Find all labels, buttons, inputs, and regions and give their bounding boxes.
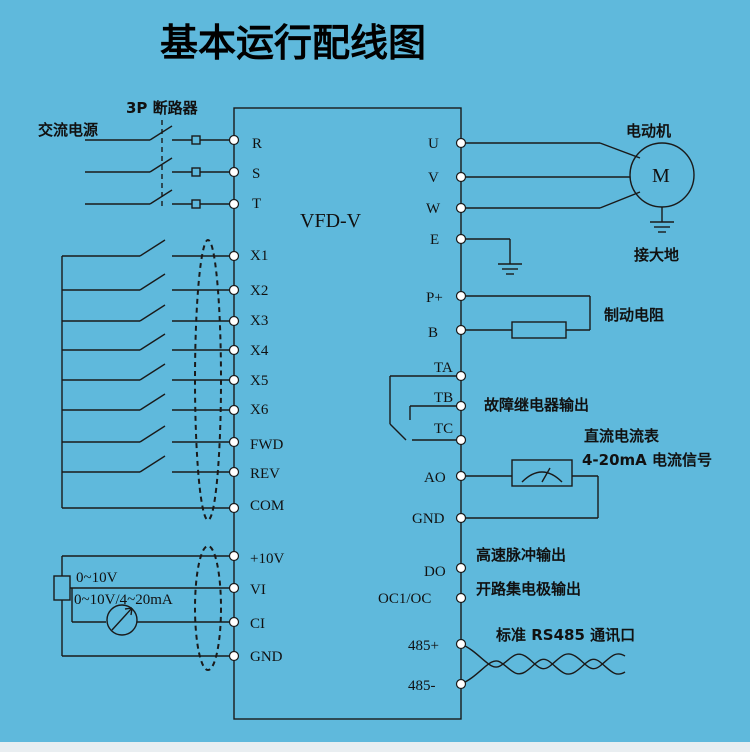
left-terminal-labels: R S T X1 X2 X3 X4 X5 X6 FWD REV COM +10V…: [250, 136, 284, 665]
current-signal-label: 4-20mA 电流信号: [582, 451, 712, 469]
terminal-label-gnd-left: GND: [250, 649, 283, 665]
terminal-label-x1: X1: [250, 248, 268, 264]
terminal-label-gnd-right: GND: [412, 511, 445, 527]
terminal-label-x2: X2: [250, 283, 268, 299]
terminal-label-485-minus: 485-: [408, 678, 436, 694]
terminal-label-rev: REV: [250, 466, 280, 482]
open-collector-label: 开路集电极输出: [476, 580, 581, 598]
motor-symbol: M: [652, 165, 670, 187]
right-terminal-circles: [455, 137, 467, 690]
terminal-label-tb: TB: [434, 390, 453, 406]
terminal-label-p-plus: P+: [426, 290, 443, 306]
terminal-label-485-plus: 485+: [408, 638, 439, 654]
terminal-label-b: B: [428, 325, 438, 341]
fault-relay-label: 故障继电器输出: [484, 396, 589, 414]
terminal-label-x3: X3: [250, 313, 268, 329]
terminal-label-oc1: OC1/OC: [378, 591, 431, 607]
terminal-label-s: S: [252, 166, 260, 182]
pot-range-label: 0~10V: [76, 570, 118, 586]
analog-output: 直流电流表 4-20mA 电流信号: [461, 427, 712, 519]
motor-output: M 电动机 接大地: [461, 122, 695, 264]
terminal-label-x6: X6: [250, 402, 269, 418]
fault-relay: 故障继电器输出: [389, 375, 589, 441]
terminal-label-x4: X4: [250, 343, 269, 359]
terminal-label-t: T: [252, 196, 261, 212]
rs485-port: 标准 RS485 通讯口: [460, 626, 635, 685]
motor-label: 电动机: [626, 122, 671, 140]
terminal-label-com: COM: [250, 498, 284, 514]
terminal-label-u: U: [428, 136, 439, 152]
vfd-label: VFD-V: [300, 210, 362, 232]
terminal-label-e: E: [430, 232, 439, 248]
terminal-label-ao: AO: [424, 470, 446, 486]
earth-connection: [461, 238, 522, 275]
terminal-label-ta: TA: [434, 360, 453, 376]
brake-resistor: 制动电阻: [461, 295, 664, 339]
terminal-label-v: V: [428, 170, 439, 186]
right-terminal-labels: U V W E P+ B TA TB TC AO GND DO OC1/OC 4…: [378, 136, 453, 694]
terminal-label-r: R: [252, 136, 262, 152]
terminal-label-plus10v: +10V: [250, 551, 284, 567]
terminal-label-x5: X5: [250, 373, 268, 389]
power-input: 交流电源 3P 断路器: [38, 99, 234, 210]
rs485-label: 标准 RS485 通讯口: [495, 626, 635, 644]
ground-label: 接大地: [634, 246, 679, 264]
pulse-output-label: 高速脉冲输出: [476, 546, 566, 564]
dc-ammeter-label: 直流电流表: [584, 427, 660, 445]
brake-resistor-label: 制动电阻: [604, 306, 664, 324]
terminal-label-do: DO: [424, 564, 446, 580]
terminal-label-vi: VI: [250, 582, 266, 598]
breaker-label: 3P 断路器: [126, 99, 199, 117]
terminal-label-ci: CI: [250, 616, 265, 632]
frame-bottom: [0, 742, 750, 752]
left-terminal-circles: [228, 134, 240, 662]
terminal-label-fwd: FWD: [250, 437, 284, 453]
digital-inputs: [61, 239, 234, 521]
terminal-label-tc: TC: [434, 421, 453, 437]
diagram-title: 基本运行配线图: [160, 20, 426, 65]
digital-outputs: 高速脉冲输出 开路集电极输出: [461, 546, 581, 599]
analog-inputs: 0~10V 0~10V/4~20mA: [53, 545, 234, 671]
ac-power-label: 交流电源: [38, 121, 98, 139]
terminal-label-w: W: [426, 201, 441, 217]
meter-range-label: 0~10V/4~20mA: [74, 592, 173, 608]
